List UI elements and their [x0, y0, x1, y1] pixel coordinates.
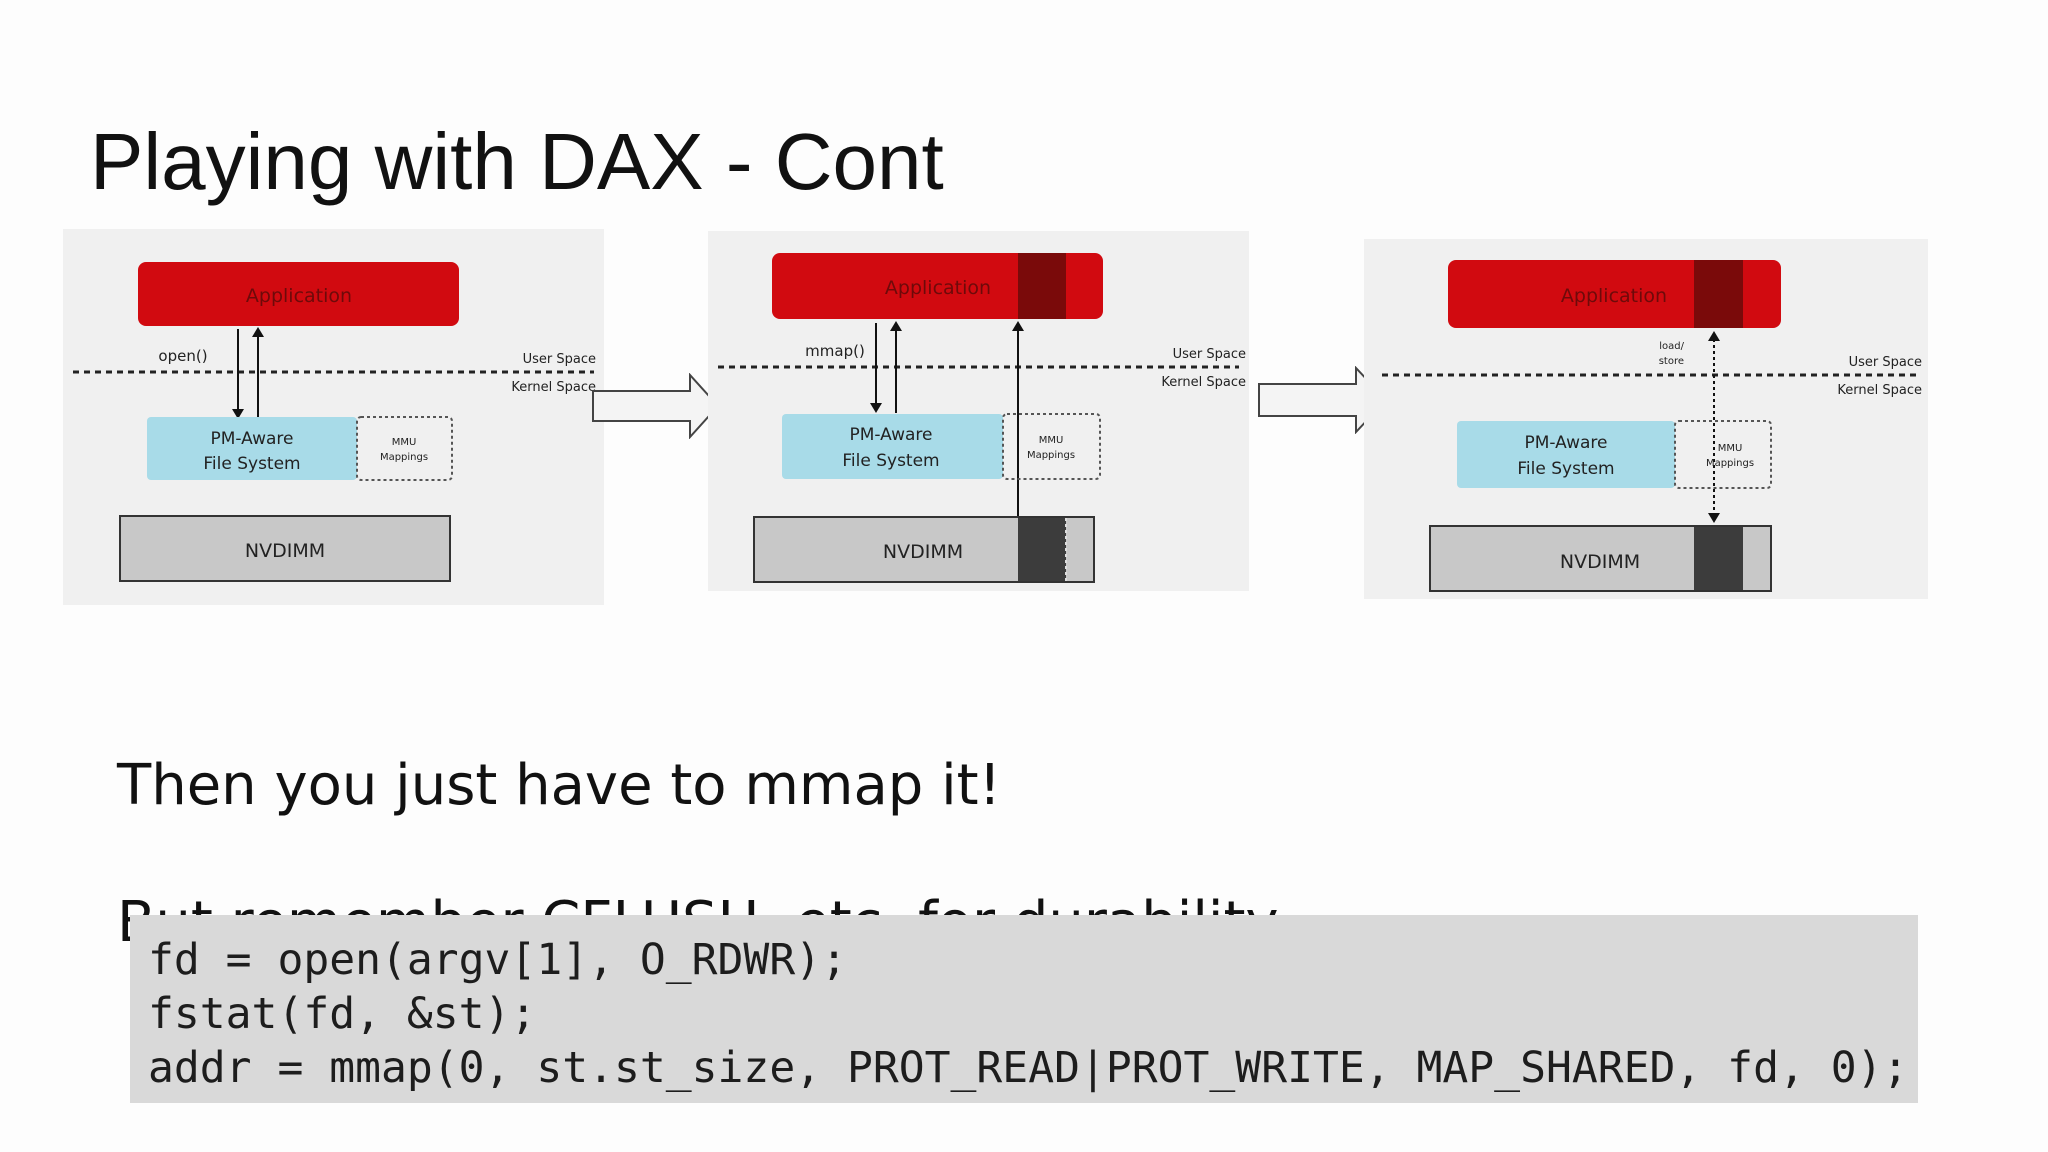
code-block: fd = open(argv[1], O_RDWR); fstat(fd, &s… — [130, 915, 1918, 1103]
fs-label-line1: PM-Aware — [849, 425, 932, 445]
fs-label-line2: File System — [842, 451, 939, 471]
body-text-mmap: Then you just have to mmap it! — [117, 753, 1002, 818]
diagram-open: Application open() User Space Kernel Spa… — [63, 229, 604, 605]
mmu-label-line2: Mappings — [380, 452, 428, 463]
code-line-open: fd = open(argv[1], O_RDWR); — [148, 935, 847, 985]
mmu-label-line2: Mappings — [1706, 458, 1754, 469]
code-line-fstat: fstat(fd, &st); — [148, 989, 537, 1039]
nvdimm-box — [119, 515, 451, 582]
up-arrow-head — [890, 321, 902, 331]
diagram-mmap: Application mmap() User Space Kernel Spa… — [708, 231, 1249, 591]
fs-label-line2: File System — [1517, 459, 1614, 479]
kernel-space-label: Kernel Space — [1837, 383, 1922, 398]
mmu-label-line1: MMU — [1039, 435, 1064, 446]
mapping-arrow-head — [1012, 321, 1024, 331]
call-label-line2: store — [1659, 356, 1684, 367]
call-label: mmap() — [805, 342, 865, 360]
kernel-space-label: Kernel Space — [511, 380, 596, 395]
fs-label-line2: File System — [203, 454, 300, 474]
load-store-arrow-up-head — [1708, 331, 1720, 341]
fs-label-line1: PM-Aware — [210, 429, 293, 449]
application-mapped-region — [1694, 260, 1743, 328]
application-mapped-region — [1018, 253, 1066, 319]
call-label-line1: load/ — [1659, 341, 1684, 352]
mmu-box — [356, 416, 453, 481]
nvdimm-mapped-region — [1018, 518, 1066, 581]
code-line-mmap: addr = mmap(0, st.st_size, PROT_READ|PRO… — [148, 1043, 1909, 1093]
up-arrow-head — [252, 327, 264, 337]
call-label: open() — [158, 347, 207, 365]
application-label: Application — [246, 285, 352, 307]
user-space-label: User Space — [1173, 347, 1246, 362]
application-label: Application — [885, 277, 991, 299]
kernel-space-label: Kernel Space — [1161, 375, 1246, 390]
fs-box — [1457, 421, 1675, 488]
nvdimm-label: NVDIMM — [1560, 551, 1640, 573]
mmu-box — [1674, 420, 1772, 489]
user-space-label: User Space — [523, 352, 596, 367]
down-arrow-head — [870, 403, 882, 413]
mmu-label-line1: MMU — [1718, 443, 1743, 454]
fs-box — [147, 417, 357, 480]
slide-title: Playing with DAX - Cont — [90, 117, 944, 206]
nvdimm-mapped-region — [1694, 527, 1743, 590]
fs-box — [782, 414, 1003, 479]
nvdimm-label: NVDIMM — [883, 541, 963, 563]
mmu-label-line2: Mappings — [1027, 450, 1075, 461]
nvdimm-label: NVDIMM — [245, 540, 325, 562]
right-arrow-icon — [592, 372, 720, 444]
user-space-label: User Space — [1849, 355, 1922, 370]
down-arrow-head — [232, 409, 244, 419]
diagram-load-store: Application load/ store User Space Kerne… — [1364, 239, 1928, 599]
load-store-arrow-down-head — [1708, 513, 1720, 523]
application-label: Application — [1561, 285, 1667, 307]
mmu-label-line1: MMU — [392, 437, 417, 448]
fs-label-line1: PM-Aware — [1524, 433, 1607, 453]
application-box — [138, 262, 459, 326]
mmu-box — [1002, 413, 1101, 480]
